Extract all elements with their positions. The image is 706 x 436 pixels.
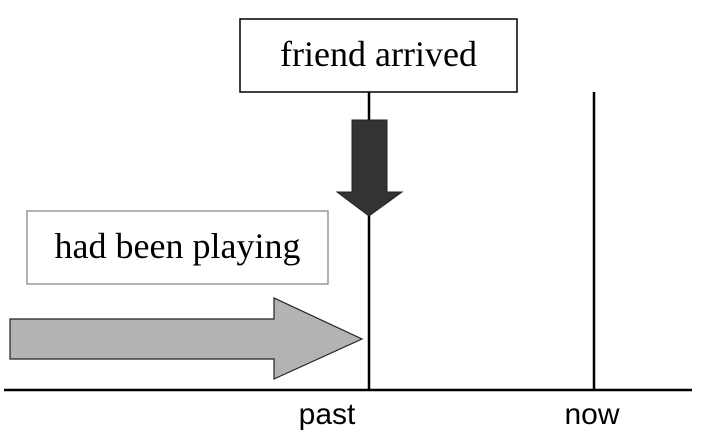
past-label: past	[299, 398, 356, 431]
action-box	[26, 210, 329, 285]
now-label: now	[564, 398, 619, 431]
action-label: had been playing	[55, 226, 301, 266]
event-label: friend arrived	[280, 34, 477, 74]
duration-right-arrow	[9, 297, 364, 380]
event-box	[239, 18, 518, 93]
event-down-arrow	[335, 119, 404, 217]
